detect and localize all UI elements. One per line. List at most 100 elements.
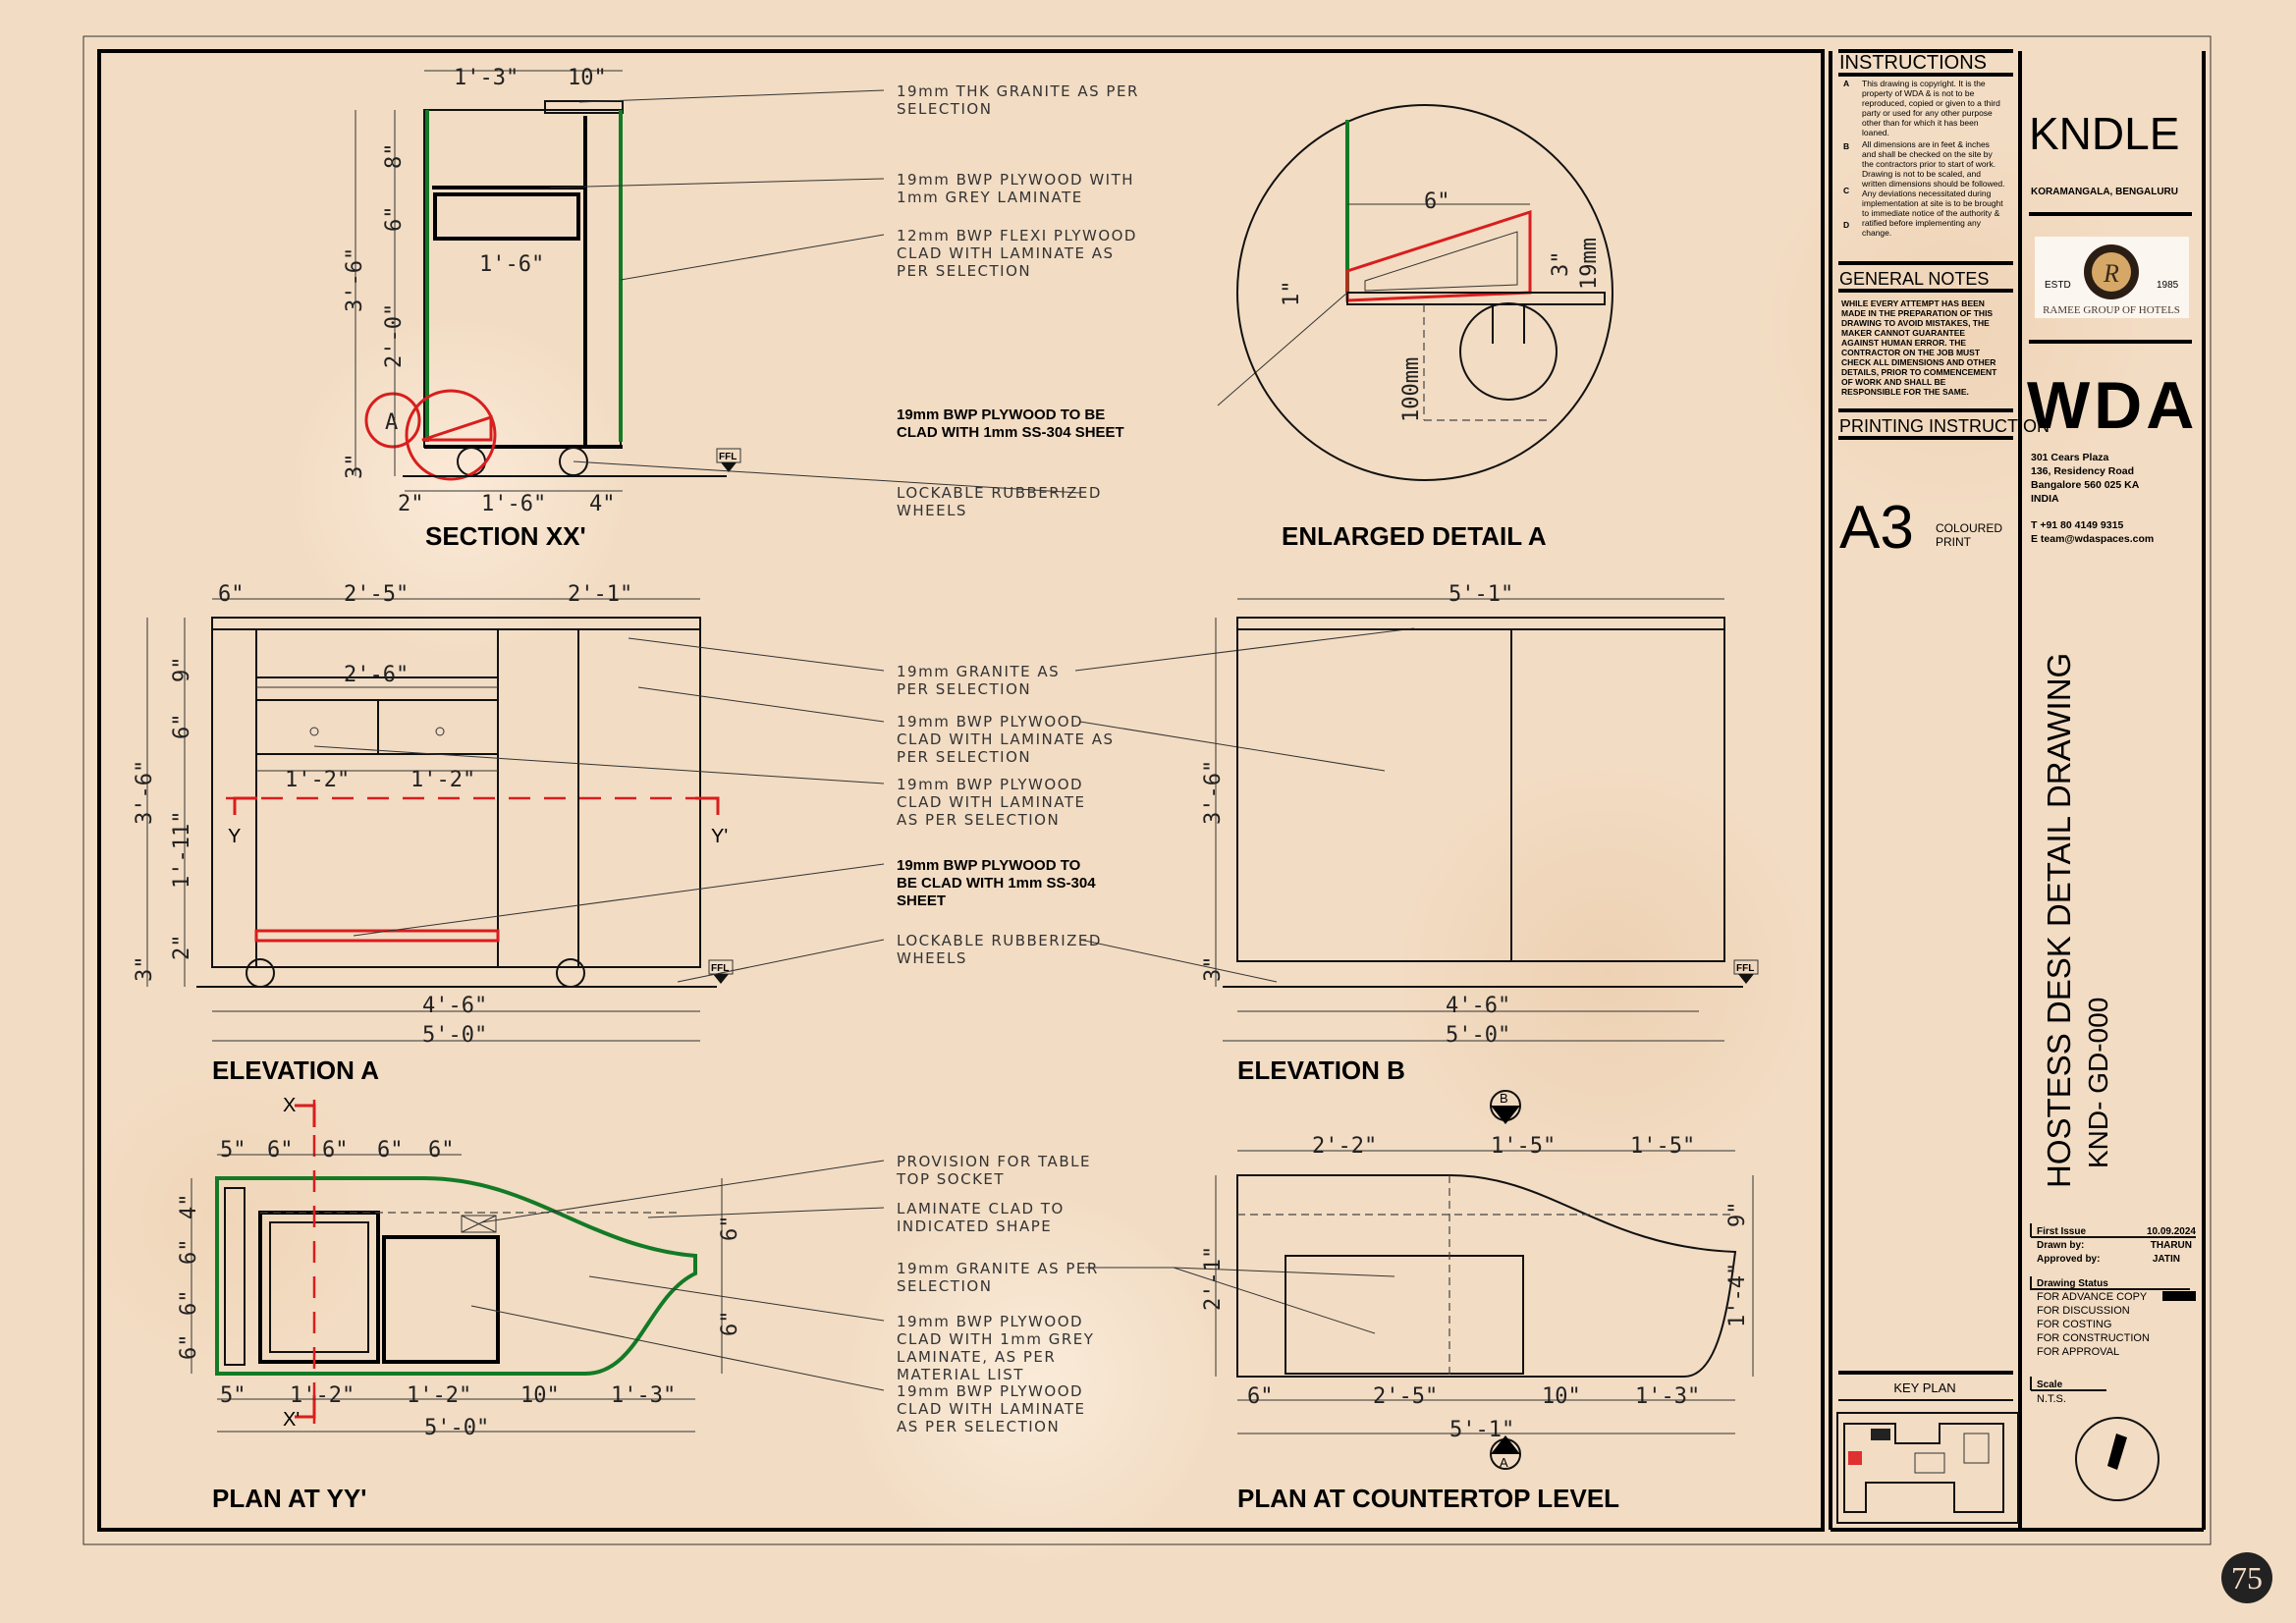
dimension-label: 6" (377, 1138, 404, 1163)
view-title: PLAN AT COUNTERTOP LEVEL (1237, 1484, 1619, 1513)
instructions-block: INSTRUCTIONS A This drawing is copyright… (1838, 49, 2013, 238)
text-label: SELECTION (897, 100, 992, 118)
wheel-icon (246, 958, 275, 988)
dimension-label: 2'-1" (1201, 1246, 1226, 1311)
text-label: CLAD WITH LAMINATE (897, 793, 1086, 811)
text-label: PRINTING INSTRUCTION (1839, 416, 2050, 436)
detail-marker: A (385, 410, 398, 435)
text-label: reproduced, copied or given to a third (1862, 98, 2000, 108)
text-label: DRAWING TO AVOID MISTAKES, THE (1841, 318, 1990, 328)
dimension-label: 6" (267, 1138, 294, 1163)
plan-countertop-view: 2'-2" 1'-5" 1'-5" 2'-1" 9" 1'-4" 6" 2'-5… (1201, 1090, 1754, 1513)
text-label: CLAD WITH 1mm GREY (897, 1330, 1094, 1348)
text-label: loaned. (1862, 128, 1889, 137)
text-label: 19mm BWP PLYWOOD (897, 713, 1083, 730)
text-label: E team@wdaspaces.com (2031, 533, 2154, 545)
text-label: RESPONSIBLE FOR THE SAME. (1841, 387, 1969, 397)
dimension-label: 100mm (1399, 357, 1424, 422)
detail-callout-circle (405, 389, 497, 481)
text-label: and shall be checked on the site by (1862, 149, 1994, 159)
text-label: PROVISION FOR TABLE (897, 1153, 1091, 1170)
dimension-label: 10" (520, 1383, 560, 1408)
dimension-label: 6" (1247, 1384, 1274, 1409)
status-option: FOR APPROVAL (2037, 1346, 2119, 1358)
text-label: INDIA (2031, 493, 2059, 505)
svg-text:This drawing is copyright. It: This drawing is copyright. It is theprop… (1862, 79, 2000, 137)
text-label: CONTRACTOR ON THE JOB MUST (1841, 348, 1981, 357)
text-label: 19mm GRANITE AS (897, 663, 1060, 680)
section-leaders (549, 89, 1348, 494)
text-label: AS PER SELECTION (897, 811, 1060, 829)
dimension-label: 3" (343, 454, 367, 480)
text-label: LOCKABLE RUBBERIZED (897, 932, 1102, 949)
section-xx-view: A 1'-3" 10" 8" 6" 3'-6" 2'-0" 1'-6" 3" 2… (343, 66, 741, 551)
dimension-label: 1'-2" (290, 1383, 355, 1408)
view-title: SECTION XX' (425, 521, 586, 551)
status-option: FOR COSTING (2037, 1319, 2111, 1330)
dimension-label: 4'-6" (422, 994, 487, 1018)
text-label: JATIN (2153, 1254, 2180, 1265)
dimension-label: 6" (322, 1138, 349, 1163)
dimension-label: 6" (177, 1239, 201, 1266)
section-marker-a: A (1490, 1435, 1521, 1470)
text-label: the contractors prior to start of work. (1862, 159, 1995, 169)
text-label: CHECK ALL DIMENSIONS AND OTHER (1841, 357, 1995, 367)
dimension-label: 5'-0" (424, 1416, 489, 1440)
section-marker: Y' (711, 826, 728, 847)
dimension-label: 6" (218, 582, 245, 607)
dimension-label: 1'-2" (407, 1383, 471, 1408)
text-label: C (1843, 186, 1849, 195)
ffl-marker: FFL (1733, 959, 1759, 984)
svg-text:301 Cears Plaza 136, Res: 301 Cears Plaza 136, Residency Road Bang… (2031, 452, 2142, 505)
text-label: T +91 80 4149 9315 (2031, 519, 2123, 531)
ffl-marker: FFL (708, 959, 734, 984)
text-label: ratified before implementing any (1862, 218, 1982, 228)
dimension-label: 1'-4" (1725, 1263, 1750, 1327)
text-label: FFL (1736, 963, 1754, 974)
dimension-label: 3" (133, 956, 157, 983)
status-option: FOR DISCUSSION (2037, 1305, 2130, 1317)
plan-leaders (470, 1160, 1395, 1391)
svg-text:WHILE EVERY ATTEMPT HAS BEEN: WHILE EVERY ATTEMPT HAS BEEN MADE IN THE… (1841, 298, 1999, 397)
view-title: ELEVATION B (1237, 1055, 1405, 1085)
text-label: Scale (2037, 1380, 2063, 1390)
view-title: ELEVATION A (212, 1055, 379, 1085)
text-label: 19mm BWP PLYWOOD TO (897, 857, 1081, 874)
dimension-label: 6" (170, 714, 194, 740)
elevation-a-view: Y Y' 6" 2'-5" 2'-1" 2'-6" 1'-2" 1'-2" 3'… (133, 582, 734, 1085)
text-label: DETAILS, PRIOR TO COMMENCEMENT (1841, 367, 1997, 377)
dimension-label: 6" (718, 1311, 742, 1337)
dimension-label: 2" (398, 492, 424, 516)
scale-block: Scale N.T.S. (2030, 1377, 2106, 1405)
general-notes-block: GENERAL NOTES WHILE EVERY ATTEMPT HAS BE… (1838, 261, 2013, 397)
dimension-label: 2'-2" (1312, 1134, 1377, 1159)
dimension-label: 1'-3" (454, 66, 519, 90)
dimension-label: 4'-6" (1446, 994, 1510, 1018)
dimension-label: 2'-5" (1373, 1384, 1438, 1409)
elevation-b-view: 5'-1" 3'-6" 3" 4'-6" 5'-0" FFL ELEVATION… (1201, 582, 1759, 1085)
text-label: PER SELECTION (897, 748, 1031, 766)
wda-logo: WDA (2027, 368, 2198, 443)
dimension-label: 1'-6" (481, 492, 546, 516)
text-label: D (1843, 220, 1849, 230)
svg-text:R: R (2103, 259, 2119, 288)
text-label: CLAD WITH LAMINATE AS (897, 730, 1115, 748)
dimension-label: 1'-2" (285, 768, 350, 792)
text-label: property of WDA & is not to be (1862, 88, 1975, 98)
text-label: SELECTION (897, 1277, 992, 1295)
dimension-label: 5'-0" (1446, 1023, 1510, 1048)
